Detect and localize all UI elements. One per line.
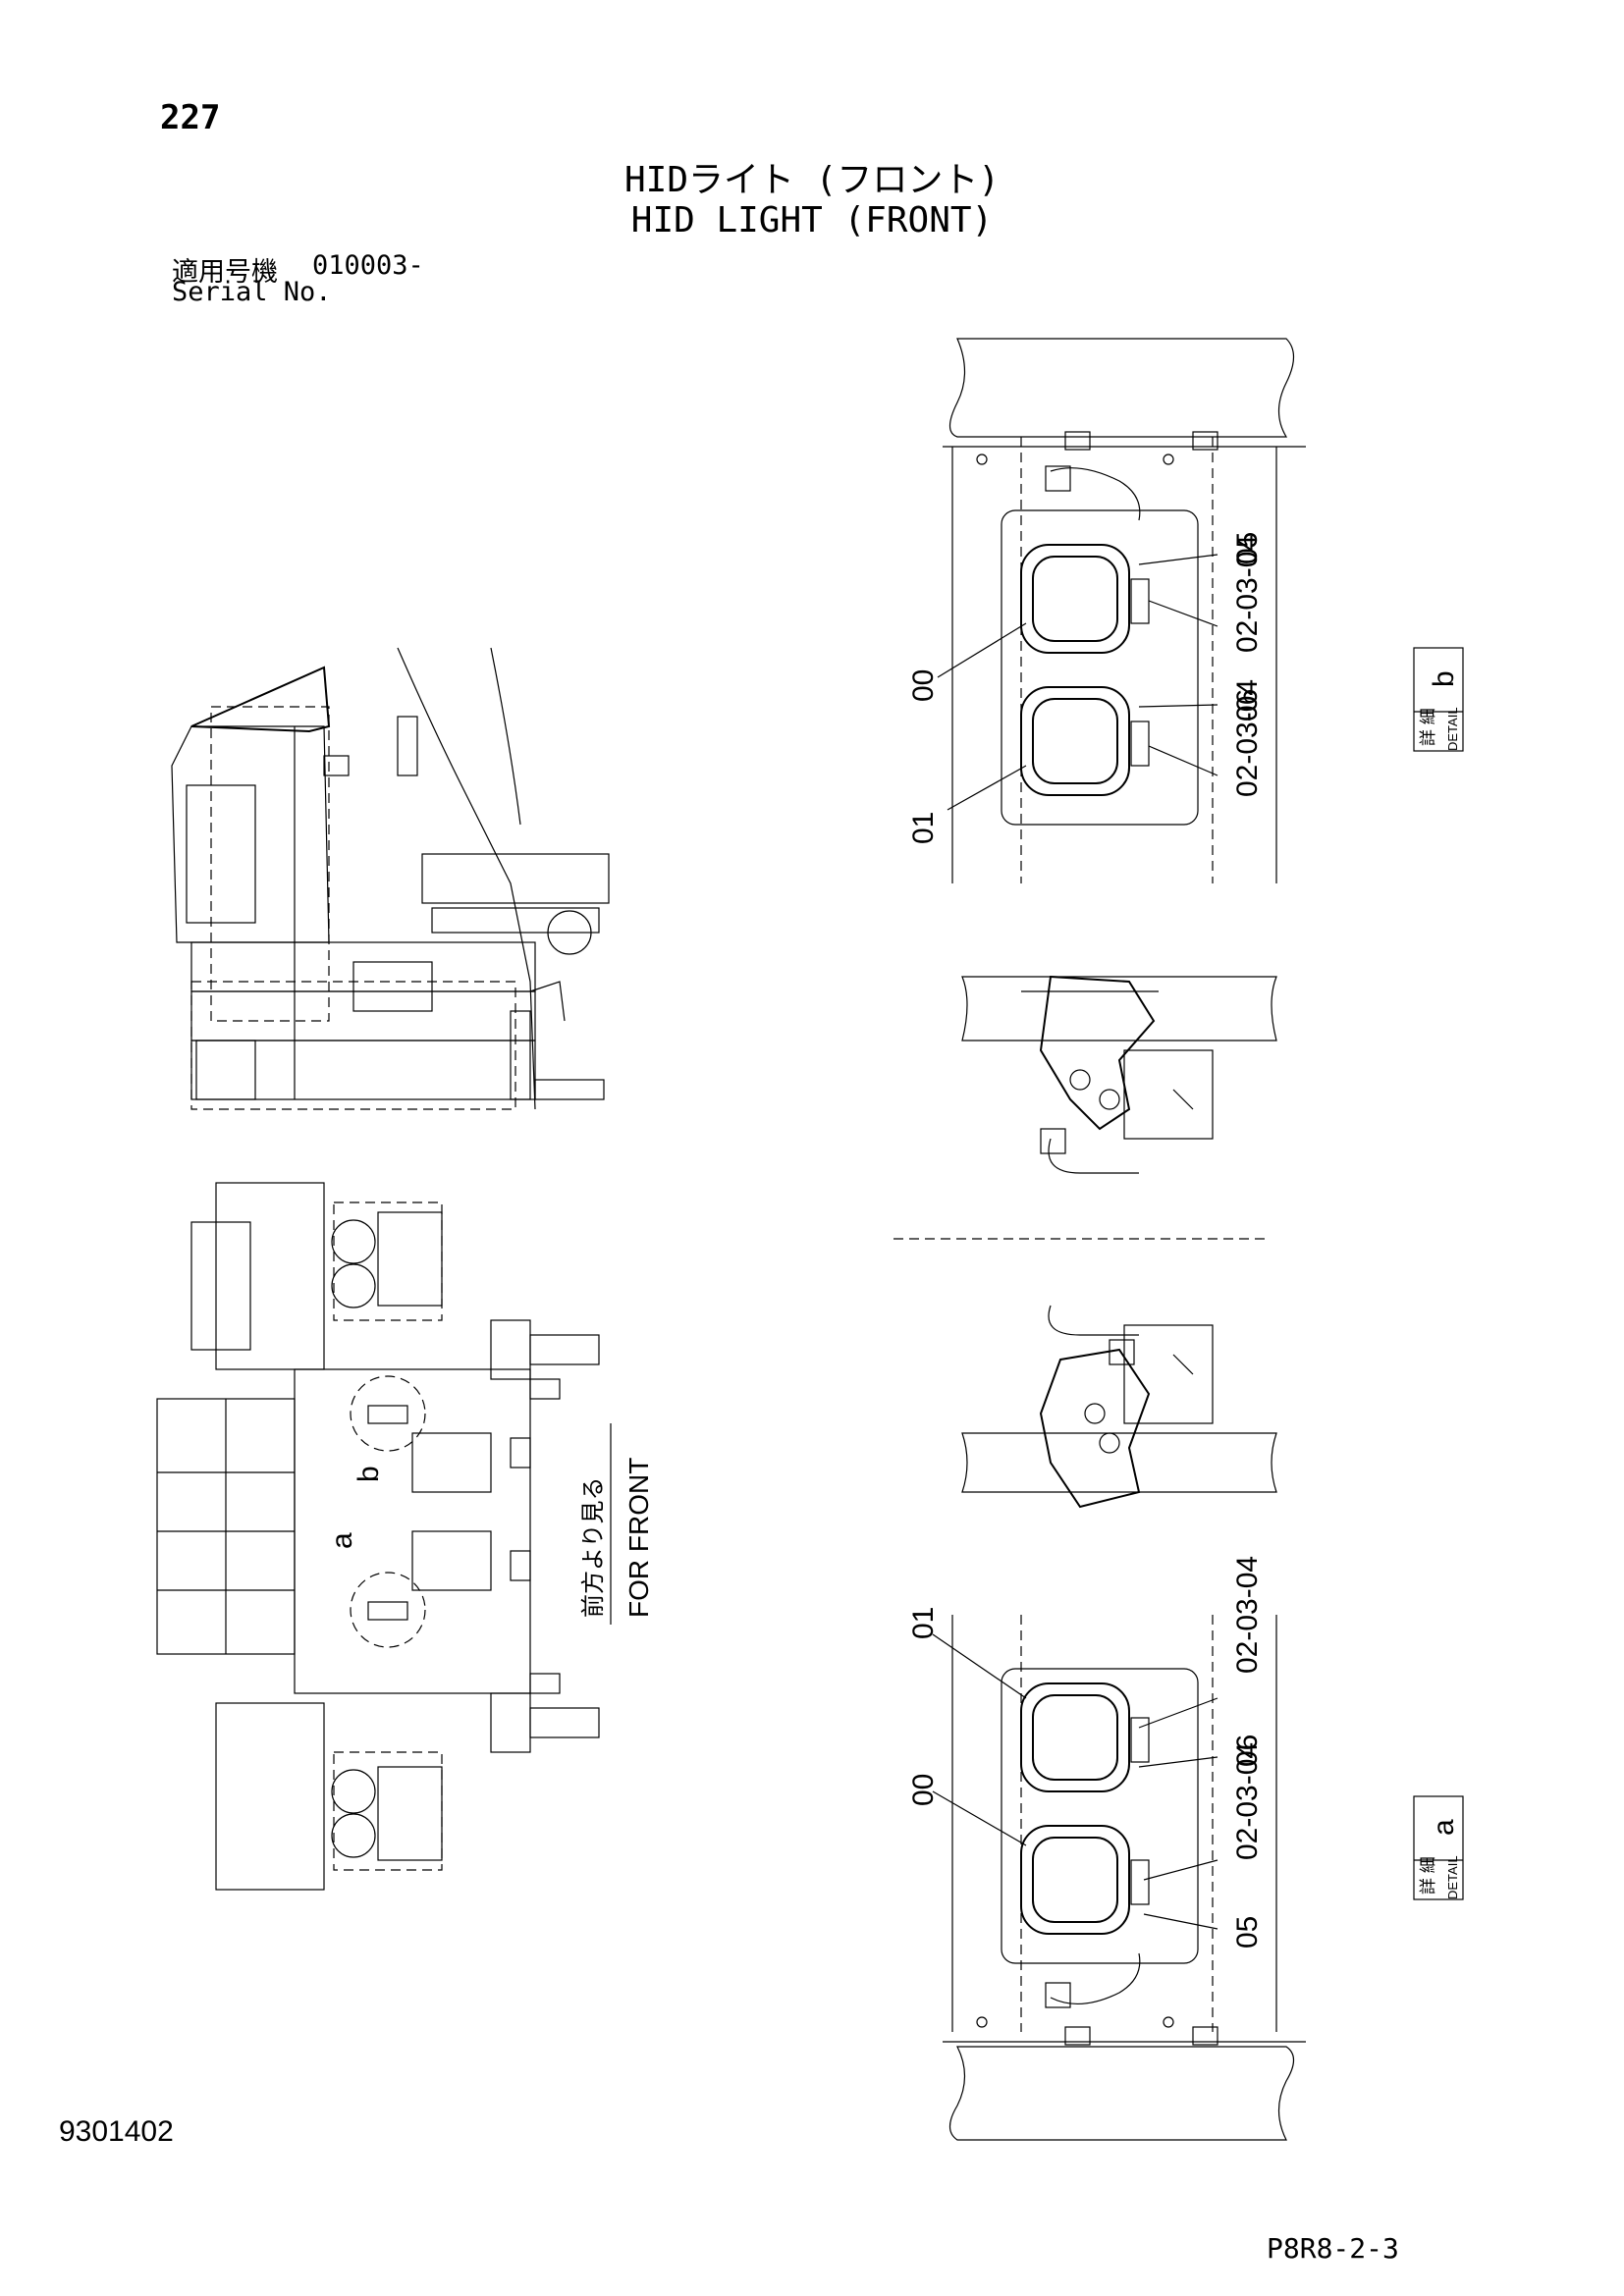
callout-bottom-4: 00 [907, 1774, 940, 1806]
detail-box-b: 詳 細 DETAIL b [1413, 647, 1464, 752]
sheet-reference: P8R8-2-3 [1267, 2232, 1399, 2265]
callout-top-5: 02-03-04 [1231, 679, 1264, 797]
detail-box-a: 詳 細 DETAIL a [1413, 1795, 1464, 1900]
callout-top-4: 06 [1231, 689, 1264, 721]
detail-a-drawing [943, 1615, 1306, 2141]
detail-a-ja: 詳 細 [1419, 1856, 1437, 1895]
drawing-code: 9301402 [59, 2115, 174, 2148]
callout-bottom-5: 02-03-04 [1231, 1742, 1264, 1860]
machine-top-view [156, 1182, 600, 1891]
detail-b-drawing [943, 338, 1306, 883]
bracket-side-views [893, 975, 1277, 1509]
callout-top-6: 01 [907, 812, 940, 844]
detail-b-callouts: 05 02-03-04 00 06 02-03-04 01 [907, 532, 1264, 844]
front-view-label-japanese: 前方より見る [580, 1476, 607, 1618]
serial-label-english: Serial No. [172, 277, 332, 307]
callout-top-1: 05 [1231, 532, 1264, 564]
machine-side-view [171, 647, 610, 1110]
callout-top-2: 02-03-04 [1231, 535, 1264, 653]
callout-bottom-2: 02-03-04 [1231, 1556, 1264, 1674]
page-title-english: HID LIGHT (FRONT) [630, 200, 994, 240]
callout-bottom-6: 05 [1231, 1916, 1264, 1949]
page-number: 227 [160, 98, 221, 137]
serial-range: 010003- [312, 250, 424, 281]
page-title-japanese: HIDライト (フロント) [623, 160, 1001, 200]
detail-a-en: DETAIL [1445, 1855, 1460, 1899]
callout-bottom-3: 06 [1231, 1735, 1264, 1767]
detail-a-callouts: 01 02-03-04 06 00 02-03-04 05 [907, 1556, 1264, 1949]
view-label-b: b [352, 1466, 385, 1482]
callout-bottom-1: 01 [907, 1607, 940, 1639]
detail-a-letter: a [1428, 1819, 1460, 1836]
detail-b-letter: b [1428, 670, 1460, 687]
callout-top-3: 00 [907, 669, 940, 702]
detail-b-en: DETAIL [1445, 707, 1460, 751]
detail-b-ja: 詳 細 [1419, 708, 1437, 746]
serial-label-japanese: 適用号機 [172, 257, 278, 288]
view-label-a: a [326, 1532, 358, 1549]
front-view-label-english: FOR FRONT [623, 1458, 654, 1618]
